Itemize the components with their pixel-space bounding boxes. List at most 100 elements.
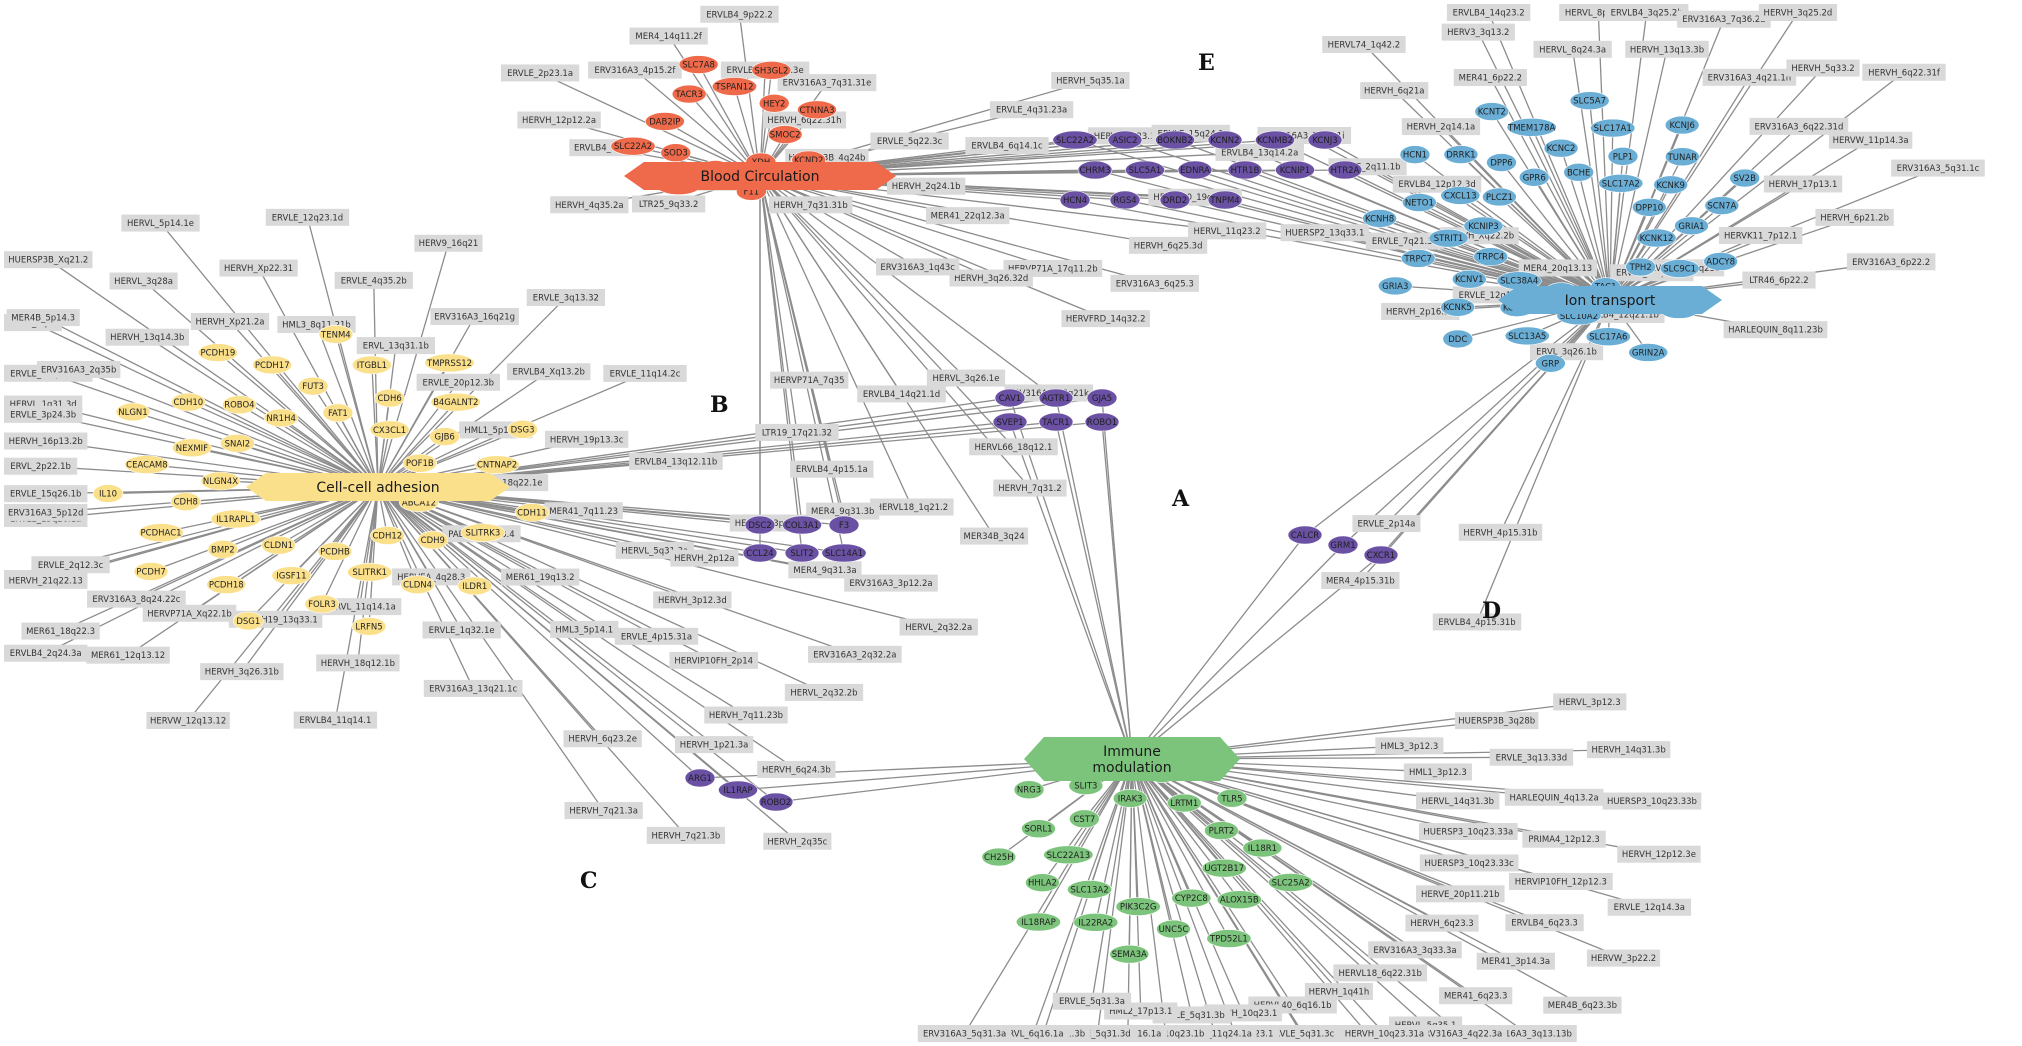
herv-node-label: ERVLE_12q14.3a xyxy=(1614,903,1685,913)
herv-node-label: HERVL_2q32.2a xyxy=(905,623,972,633)
herv-node-ervle-3p24-3b: ERVLE_3p24.3b xyxy=(4,405,83,423)
gene-node-nlgn4x: NLGN4X xyxy=(200,471,241,491)
gene-node-shape xyxy=(252,355,293,375)
herv-node-box xyxy=(1723,321,1828,339)
herv-node-box xyxy=(1052,992,1132,1010)
herv-node-ervle-7q21-3d: ERVLE_7q21.3d xyxy=(1365,232,1445,250)
herv-node-label: ERV316A3_5q31.1c xyxy=(1897,164,1980,174)
herv-node-label: HERVW_3p22.2 xyxy=(1591,954,1656,964)
herv-node-label: HERVIP10FH_12p12.3 xyxy=(1515,877,1607,887)
gene-node-boknb2: BOKNB2 xyxy=(1155,130,1195,150)
gene-node-label: SLC5A7 xyxy=(1573,97,1606,107)
herv-node-mer41-6q23-3: MER41_6q23.3 xyxy=(1439,987,1513,1005)
herv-node-box xyxy=(870,132,949,150)
gene-node-il10: IL10 xyxy=(92,484,124,503)
herv-node-hervh-2q24-1b: HERVH_2q24.1b xyxy=(886,177,966,195)
gene-node-dsg1: DSG1 xyxy=(233,611,264,631)
herv-node-box xyxy=(507,363,591,381)
herv-node-box xyxy=(926,369,1006,387)
herv-node-label: HUERSP2_13q33.1 xyxy=(1285,229,1364,239)
network-edge xyxy=(1055,421,1133,760)
gene-node-shape xyxy=(430,392,481,412)
gene-node-folr3: FOLR3 xyxy=(304,594,340,614)
herv-node-label: HERVH_16p13.2b xyxy=(9,437,83,447)
herv-node-box xyxy=(1432,613,1522,631)
herv-node-label: MER61_19q13.2 xyxy=(506,573,575,583)
herv-node-label: HERVH_2q14.1a xyxy=(1407,123,1476,133)
herv-node-ervle-20p12-3b: ERVLE_20p12.3b xyxy=(416,373,500,391)
herv-node-label: ERVLB4_9p22.2 xyxy=(706,10,773,20)
gene-node-label: SLIT3 xyxy=(1074,782,1097,792)
network-edge xyxy=(634,69,761,177)
herv-node-label: HERVL18_1q21.2 xyxy=(876,503,949,513)
gene-node-label: CST7 xyxy=(1073,815,1095,825)
herv-node-label: HML3_8q11.21b xyxy=(282,320,351,330)
herv-node-label: ERVLE_1q32.1e xyxy=(429,626,495,636)
herv-node-label: HERVH_12p12.3e xyxy=(1622,850,1696,860)
gene-node-label: ROBO1 xyxy=(1087,418,1117,428)
gene-node-shape xyxy=(758,792,794,812)
herv-node-label: HERVL66_18q12.1 xyxy=(974,443,1052,453)
gene-node-ednra: EDNRA xyxy=(1177,160,1213,180)
herv-node-label: ERVLE_5q31.3a xyxy=(1059,997,1125,1007)
herv-node-label: HERVH_1q41h xyxy=(1309,987,1370,997)
network-edge xyxy=(160,222,379,488)
herv-node-box xyxy=(1321,571,1400,589)
hub-cell-cell-adhesion: Cell-cell adhesion xyxy=(246,473,510,501)
herv-node-erv316a3-7q31-31e: ERV316A3_7q31.31e xyxy=(777,74,877,92)
gene-node-plcz1: PLCZ1 xyxy=(1482,187,1517,207)
network-edge xyxy=(1131,758,1230,939)
herv-node-huersp2-13q33-1: HUERSP2_13q33.1 xyxy=(1280,224,1370,242)
herv-node-box xyxy=(996,1025,1070,1042)
herv-node-label: ERVLE_12q23.1d xyxy=(272,213,344,223)
gene-node-shape xyxy=(821,543,867,563)
network-edge xyxy=(47,259,379,488)
herv-node-label: HERVH_7q21.3b xyxy=(652,831,721,841)
herv-node-label: HERVH_Xq22.2b xyxy=(1445,232,1514,242)
gene-node-shape xyxy=(370,526,405,545)
gene-node-slitrk1: SLITRK1 xyxy=(347,562,393,582)
herv-node-box xyxy=(857,385,946,403)
gene-node-shape xyxy=(1038,412,1074,432)
herv-node-hervl18-1q21-2: HERVL18_1q21.2 xyxy=(870,498,954,516)
herv-node-erv316a3-2q35b: ERV316A3_2q35b xyxy=(36,360,121,378)
gene-node-slit2: SLIT2 xyxy=(784,543,820,563)
herv-node-box xyxy=(1543,996,1622,1014)
herv-node-box xyxy=(1522,830,1606,848)
herv-node-hervip10fh-12p12-3: HERVIP10FH_12p12.3 xyxy=(1508,872,1613,890)
herv-node-ervlb4-xq13-2b: ERVLB4_Xq13.2b xyxy=(507,363,591,381)
gene-node-label: NR1H4 xyxy=(266,414,295,424)
gene-node-label: CX3CL1 xyxy=(373,426,406,436)
network-edges xyxy=(32,12,1939,1035)
gene-node-shape xyxy=(317,542,353,561)
gene-node-asic2: ASIC2 xyxy=(1107,130,1143,150)
herv-node-box xyxy=(219,259,298,277)
gene-node-neto1: NETO1 xyxy=(1402,193,1437,212)
network-edge xyxy=(312,385,379,488)
herv-node-hervh-18q12-1b: HERVH_18q12.1b xyxy=(316,654,400,672)
gene-node-smoc2: SMOC2 xyxy=(767,125,803,144)
herv-node-label: HERVH_3q26.31b xyxy=(205,668,279,678)
network-edge xyxy=(377,486,856,655)
gene-node-shape xyxy=(1107,130,1143,150)
gene-node-label: TPD52L1 xyxy=(1209,935,1248,945)
gene-node-cdh12: CDH12 xyxy=(370,526,405,545)
gene-node-tlr5: TLR5 xyxy=(1216,788,1248,808)
network-edge xyxy=(377,486,747,716)
network-edge xyxy=(1588,100,1611,301)
gene-node-label: IL1RAP xyxy=(723,786,752,796)
gene-node-label: KCNH8 xyxy=(1365,214,1394,224)
herv-node-box xyxy=(1360,82,1429,100)
gene-node-hcn1: HCN1 xyxy=(1399,145,1431,164)
herv-node-mer4-4p15-31b: MER4_4p15.31b xyxy=(1321,571,1400,589)
herv-node-label: ERVLE_5q31.3c xyxy=(1269,1030,1335,1040)
herv-node-hml3-5p14-1: HML3_5p14.1 xyxy=(550,620,619,638)
gene-node-label: PCDH7 xyxy=(136,567,165,577)
herv-node-erv316a3-4q21-1h: ERV316A3_4q21.1h xyxy=(1702,68,1797,86)
herv-node-box xyxy=(614,627,699,645)
gene-node-shape xyxy=(782,515,822,535)
herv-node-label: ERVLB4_11q14.1 xyxy=(299,716,371,726)
herv-node-box xyxy=(1262,1025,1341,1042)
herv-node-label: MER4_9q31.3b xyxy=(811,507,874,517)
gene-node-ccl24: CCL24 xyxy=(742,543,778,563)
